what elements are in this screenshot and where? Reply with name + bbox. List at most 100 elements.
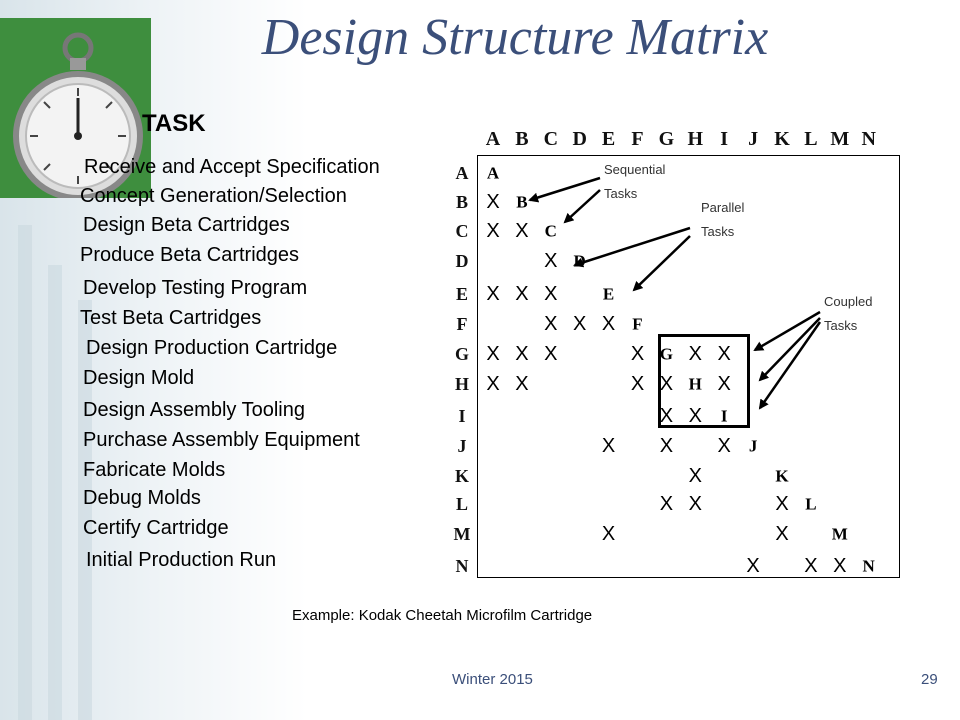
dependency-mark: X: [601, 435, 616, 457]
dependency-mark: X: [717, 343, 731, 365]
column-letter: B: [515, 128, 529, 150]
task-label: Design Production Cartridge: [86, 337, 338, 359]
column-letter: H: [687, 128, 704, 150]
diagonal-letter: H: [688, 374, 702, 394]
coupled-label-line2: Tasks: [824, 318, 858, 333]
task-label: Design Mold: [83, 367, 195, 389]
dependency-mark: X: [659, 435, 674, 457]
sequential-label-line2: Tasks: [604, 186, 638, 201]
task-label: Produce Beta Cartridges: [80, 244, 300, 266]
row-letter: H: [454, 374, 470, 394]
task-label: Debug Molds: [83, 487, 201, 509]
dependency-mark: X: [659, 373, 674, 395]
background-stripe: [48, 265, 62, 720]
diagonal-letter: A: [486, 163, 500, 183]
dependency-mark: X: [775, 523, 789, 545]
page-number: 29: [921, 671, 938, 688]
task-label: Design Beta Cartridges: [83, 214, 290, 236]
diagonal-letter: I: [720, 406, 728, 426]
dependency-mark: X: [486, 343, 500, 365]
dependency-mark: X: [659, 405, 674, 427]
row-letter: L: [455, 494, 469, 514]
sequential-label: Sequential Tasks: [604, 158, 665, 206]
dependency-mark: X: [515, 220, 529, 242]
column-letter: A: [485, 128, 501, 150]
column-letter: C: [543, 128, 559, 150]
dependency-mark: X: [804, 555, 818, 577]
row-letter: N: [455, 556, 469, 576]
row-letter: I: [458, 406, 466, 426]
dependency-mark: X: [601, 523, 616, 545]
logo: [0, 18, 151, 201]
dependency-mark: X: [630, 373, 645, 395]
background-stripe: [18, 225, 32, 720]
column-letter: E: [601, 128, 616, 150]
coupled-arrow-2: [758, 317, 821, 382]
column-letter: D: [572, 128, 587, 150]
task-label: Test Beta Cartridges: [80, 307, 262, 329]
column-letter: F: [631, 128, 644, 150]
diagonal-letter: J: [748, 436, 758, 456]
dependency-mark: X: [486, 283, 500, 305]
column-letter: L: [804, 128, 818, 150]
background-stripe: [78, 300, 92, 720]
parallel-label-line1: Parallel: [701, 200, 745, 215]
dependency-mark: X: [833, 555, 847, 577]
diagonal-letter: E: [602, 284, 615, 304]
column-letter: K: [774, 128, 790, 150]
dependency-mark: X: [544, 283, 558, 305]
row-letter: G: [454, 344, 470, 364]
parallel-arrow-1: [573, 226, 691, 268]
dependency-mark: X: [544, 343, 558, 365]
sequential-arrow-1: [528, 176, 601, 203]
dependency-mark: X: [515, 283, 529, 305]
diagonal-letter: M: [831, 524, 848, 544]
diagonal-letter: G: [659, 344, 674, 364]
dependency-mark: X: [688, 343, 702, 365]
task-header: TASK: [142, 110, 206, 137]
row-letter: C: [455, 221, 469, 241]
dependency-mark: X: [775, 493, 789, 515]
row-letter: J: [457, 436, 467, 456]
dependency-mark: X: [601, 313, 616, 335]
coupled-label-line1: Coupled: [824, 294, 873, 309]
sequential-arrow-2: [563, 189, 601, 224]
column-letter: M: [830, 128, 850, 150]
dependency-mark: X: [659, 493, 674, 515]
dependency-mark: X: [630, 343, 645, 365]
row-letter: A: [455, 163, 469, 183]
task-label: Certify Cartridge: [83, 517, 229, 539]
row-letter: M: [453, 524, 471, 544]
task-label: Purchase Assembly Equipment: [83, 429, 360, 451]
parallel-label: Parallel Tasks: [701, 196, 744, 244]
sequential-label-line1: Sequential: [604, 162, 666, 177]
dependency-mark: X: [486, 191, 500, 213]
row-letter: B: [455, 192, 469, 212]
dependency-mark: X: [544, 250, 558, 272]
dependency-mark: X: [688, 405, 702, 427]
column-letter: I: [720, 128, 729, 150]
coupled-label: Coupled Tasks: [824, 290, 872, 338]
slide-title: Design Structure Matrix: [261, 9, 769, 66]
diagonal-letter: K: [775, 466, 789, 486]
diagonal-letter: B: [516, 192, 528, 212]
dsm-matrix: [477, 155, 900, 578]
coupled-block-outline: [658, 334, 750, 428]
task-label: Initial Production Run: [86, 549, 277, 571]
dependency-mark: X: [544, 313, 558, 335]
row-letter: E: [455, 284, 469, 304]
task-label: Concept Generation/Selection: [80, 185, 347, 207]
dependency-mark: X: [717, 373, 731, 395]
dependency-mark: X: [486, 373, 500, 395]
parallel-label-line2: Tasks: [701, 224, 735, 239]
diagonal-letter: C: [544, 221, 557, 241]
dependency-mark: X: [573, 313, 587, 335]
dependency-mark: X: [688, 493, 702, 515]
diagonal-letter: L: [805, 494, 817, 514]
dependency-mark: X: [746, 555, 760, 577]
column-letter: N: [861, 128, 876, 150]
row-letter: D: [455, 251, 469, 271]
dependency-mark: X: [688, 465, 702, 487]
footer-date: Winter 2015: [452, 671, 533, 688]
